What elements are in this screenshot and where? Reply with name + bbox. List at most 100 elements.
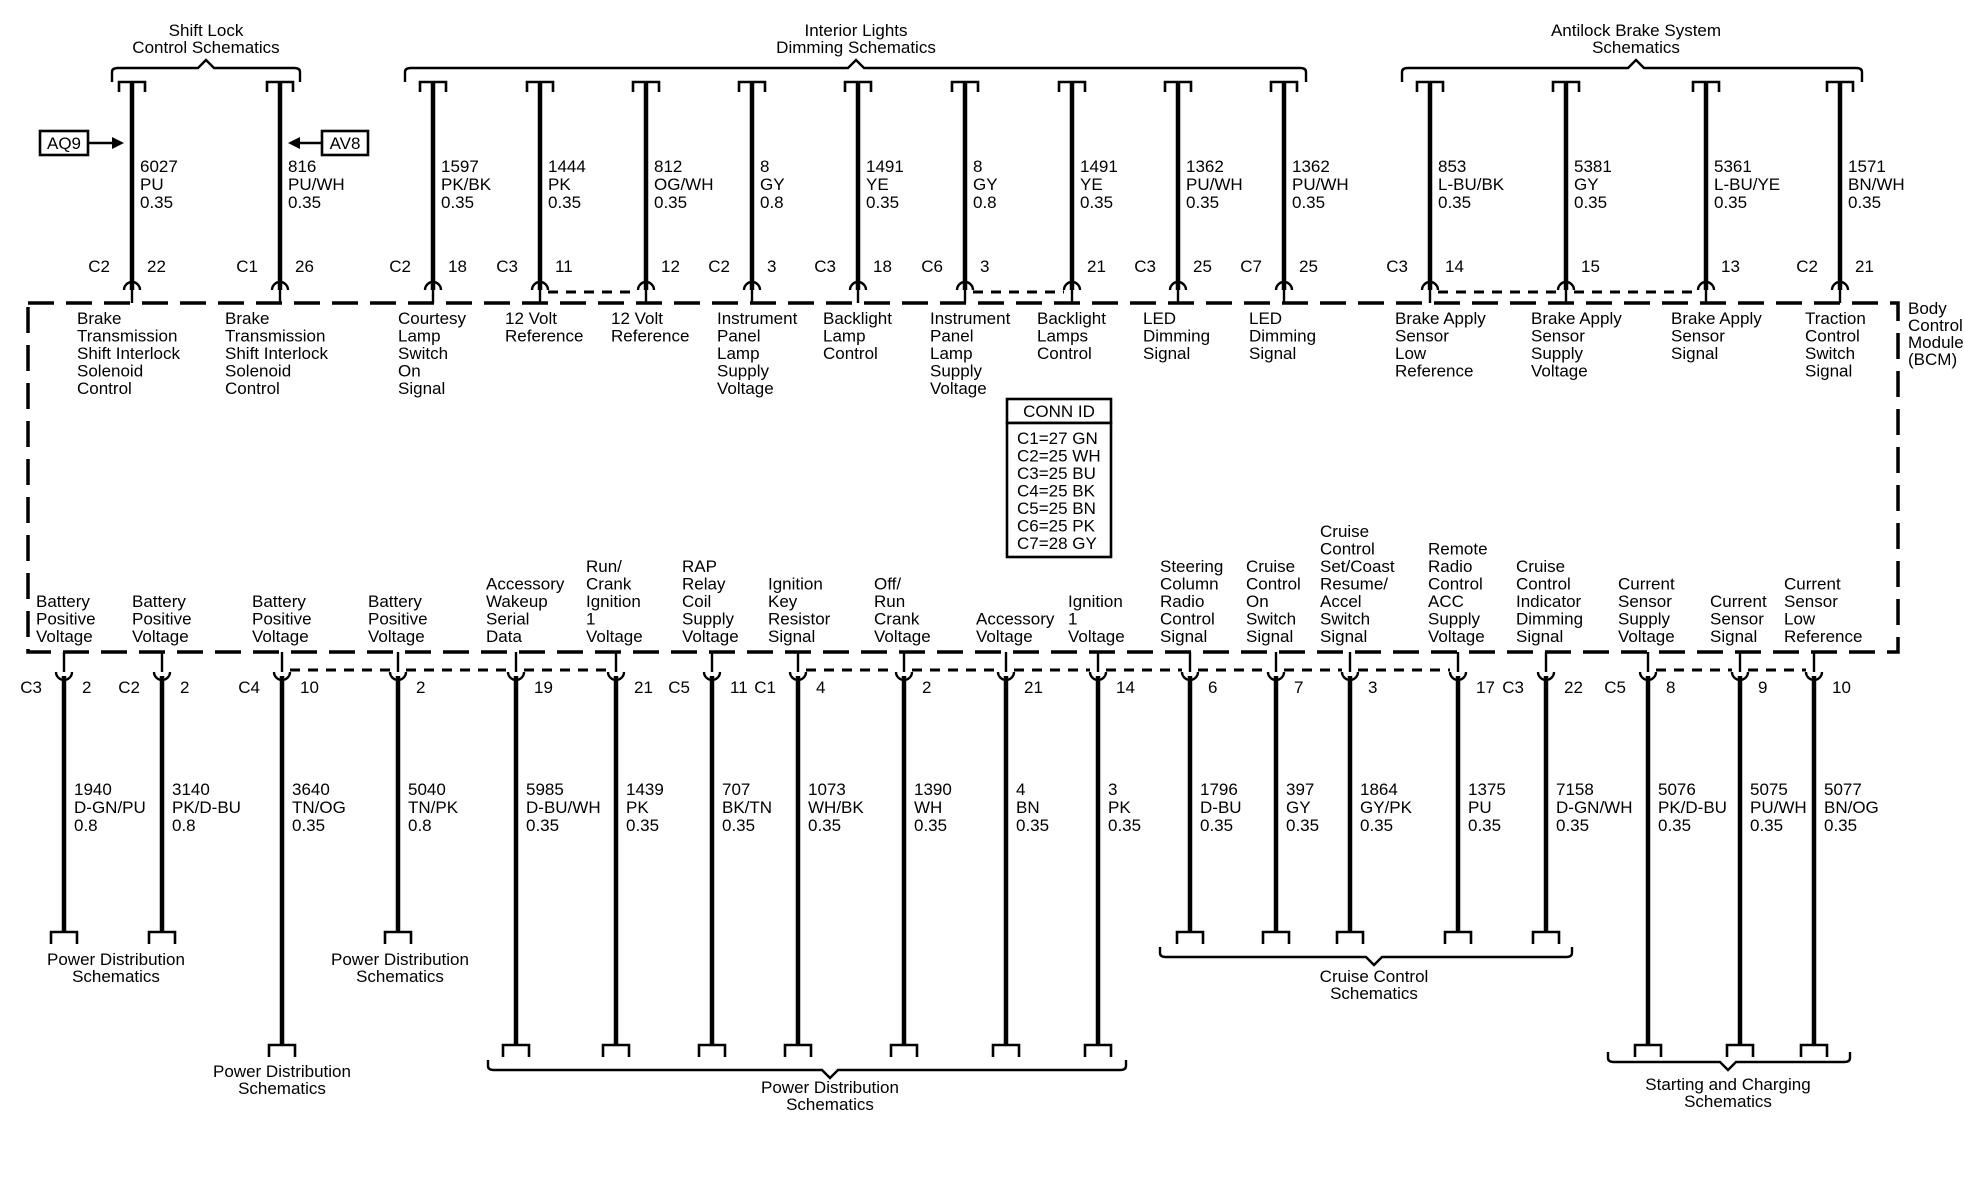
circuit-label: 0.35 bbox=[808, 816, 841, 835]
group-label: Schematics bbox=[238, 1079, 326, 1098]
function-label: Column bbox=[1160, 575, 1219, 594]
circuit-label: 0.35 bbox=[292, 816, 325, 835]
function-label: Control bbox=[1160, 610, 1215, 629]
function-label: Current bbox=[1784, 575, 1841, 594]
circuit-label: 1073 bbox=[808, 780, 846, 799]
module-label: Module bbox=[1908, 333, 1964, 352]
function-label: Battery bbox=[368, 592, 422, 611]
function-label: Backlight bbox=[1037, 309, 1106, 328]
conn-id-row: C1=27 GN bbox=[1017, 429, 1098, 448]
circuit-label: 0.35 bbox=[1108, 816, 1141, 835]
circuit-label: 0.35 bbox=[1016, 816, 1049, 835]
circuit-label: 5381 bbox=[1574, 157, 1612, 176]
function-label: Current bbox=[1710, 592, 1767, 611]
group-label: Dimming Schematics bbox=[776, 38, 936, 57]
function-label: Signal bbox=[1516, 627, 1563, 646]
circuit-label: 0.8 bbox=[74, 816, 98, 835]
circuit-label: 0.35 bbox=[526, 816, 559, 835]
pin-number: 14 bbox=[1445, 257, 1464, 276]
connector-id: C4 bbox=[238, 678, 260, 697]
circuit-label: 0.35 bbox=[1438, 193, 1471, 212]
function-label: Control bbox=[823, 344, 878, 363]
function-label: Accessory bbox=[976, 610, 1055, 629]
circuit-label: YE bbox=[866, 175, 889, 194]
function-label: Ignition bbox=[1068, 592, 1123, 611]
circuit-label: 0.35 bbox=[1292, 193, 1325, 212]
circuit-label: 0.35 bbox=[1468, 816, 1501, 835]
circuit-label: 8 bbox=[973, 157, 982, 176]
function-label: Data bbox=[486, 627, 522, 646]
connector-plug bbox=[267, 1043, 297, 1057]
circuit-label: GY bbox=[1574, 175, 1599, 194]
function-label: Transmission bbox=[225, 327, 325, 346]
circuit-label: 5985 bbox=[526, 780, 564, 799]
pin-number: 2 bbox=[180, 678, 189, 697]
function-label: Control bbox=[1805, 327, 1860, 346]
connector-plug bbox=[1799, 1043, 1829, 1057]
connector-plug bbox=[697, 1043, 727, 1057]
group-label: Schematics bbox=[72, 967, 160, 986]
pin-number: 7 bbox=[1294, 678, 1303, 697]
function-label: Supply bbox=[682, 610, 734, 629]
connector-plug bbox=[1633, 1043, 1663, 1057]
circuit-label: PU bbox=[1468, 798, 1492, 817]
circuit-label: 0.35 bbox=[1360, 816, 1393, 835]
function-label: Radio bbox=[1160, 592, 1204, 611]
function-label: LED bbox=[1249, 309, 1282, 328]
function-label: Key bbox=[768, 592, 798, 611]
circuit-label: 1444 bbox=[548, 157, 586, 176]
function-label: Positive bbox=[132, 610, 192, 629]
group-label: Schematics bbox=[786, 1095, 874, 1114]
function-label: Low bbox=[1784, 610, 1816, 629]
function-label: Brake bbox=[225, 309, 269, 328]
pin-number: 2 bbox=[82, 678, 91, 697]
pin-number: 21 bbox=[1087, 257, 1106, 276]
pin-number: 11 bbox=[730, 678, 748, 697]
arrowhead-icon bbox=[112, 137, 124, 149]
connector-plug bbox=[1261, 930, 1291, 944]
function-label: Lamp bbox=[930, 344, 973, 363]
function-label: Sensor bbox=[1531, 327, 1585, 346]
function-label: Remote bbox=[1428, 540, 1488, 559]
circuit-label: 1390 bbox=[914, 780, 952, 799]
group-label: Shift Lock bbox=[169, 21, 244, 40]
terminal bbox=[955, 280, 975, 291]
function-label: Brake bbox=[77, 309, 121, 328]
group-bracket bbox=[403, 58, 1308, 82]
function-label: Accel bbox=[1320, 592, 1362, 611]
function-label: Switch bbox=[1246, 610, 1296, 629]
circuit-label: 0.35 bbox=[288, 193, 321, 212]
group-label: Schematics bbox=[356, 967, 444, 986]
function-label: Supply bbox=[1618, 610, 1670, 629]
circuit-label: 3140 bbox=[172, 780, 210, 799]
function-label: Signal bbox=[1710, 627, 1757, 646]
circuit-label: TN/PK bbox=[408, 798, 459, 817]
circuit-label: GY bbox=[760, 175, 785, 194]
group-bracket bbox=[110, 58, 302, 82]
function-label: Reference bbox=[1784, 627, 1862, 646]
function-label: Sensor bbox=[1710, 610, 1764, 629]
function-label: Transmission bbox=[77, 327, 177, 346]
circuit-label: 3640 bbox=[292, 780, 330, 799]
function-label: Resistor bbox=[768, 610, 831, 629]
function-label: Solenoid bbox=[225, 362, 291, 381]
circuit-label: OG/WH bbox=[654, 175, 714, 194]
function-label: 12 Volt bbox=[505, 309, 557, 328]
function-label: Positive bbox=[252, 610, 312, 629]
function-label: RAP bbox=[682, 557, 717, 576]
terminal bbox=[530, 280, 550, 291]
